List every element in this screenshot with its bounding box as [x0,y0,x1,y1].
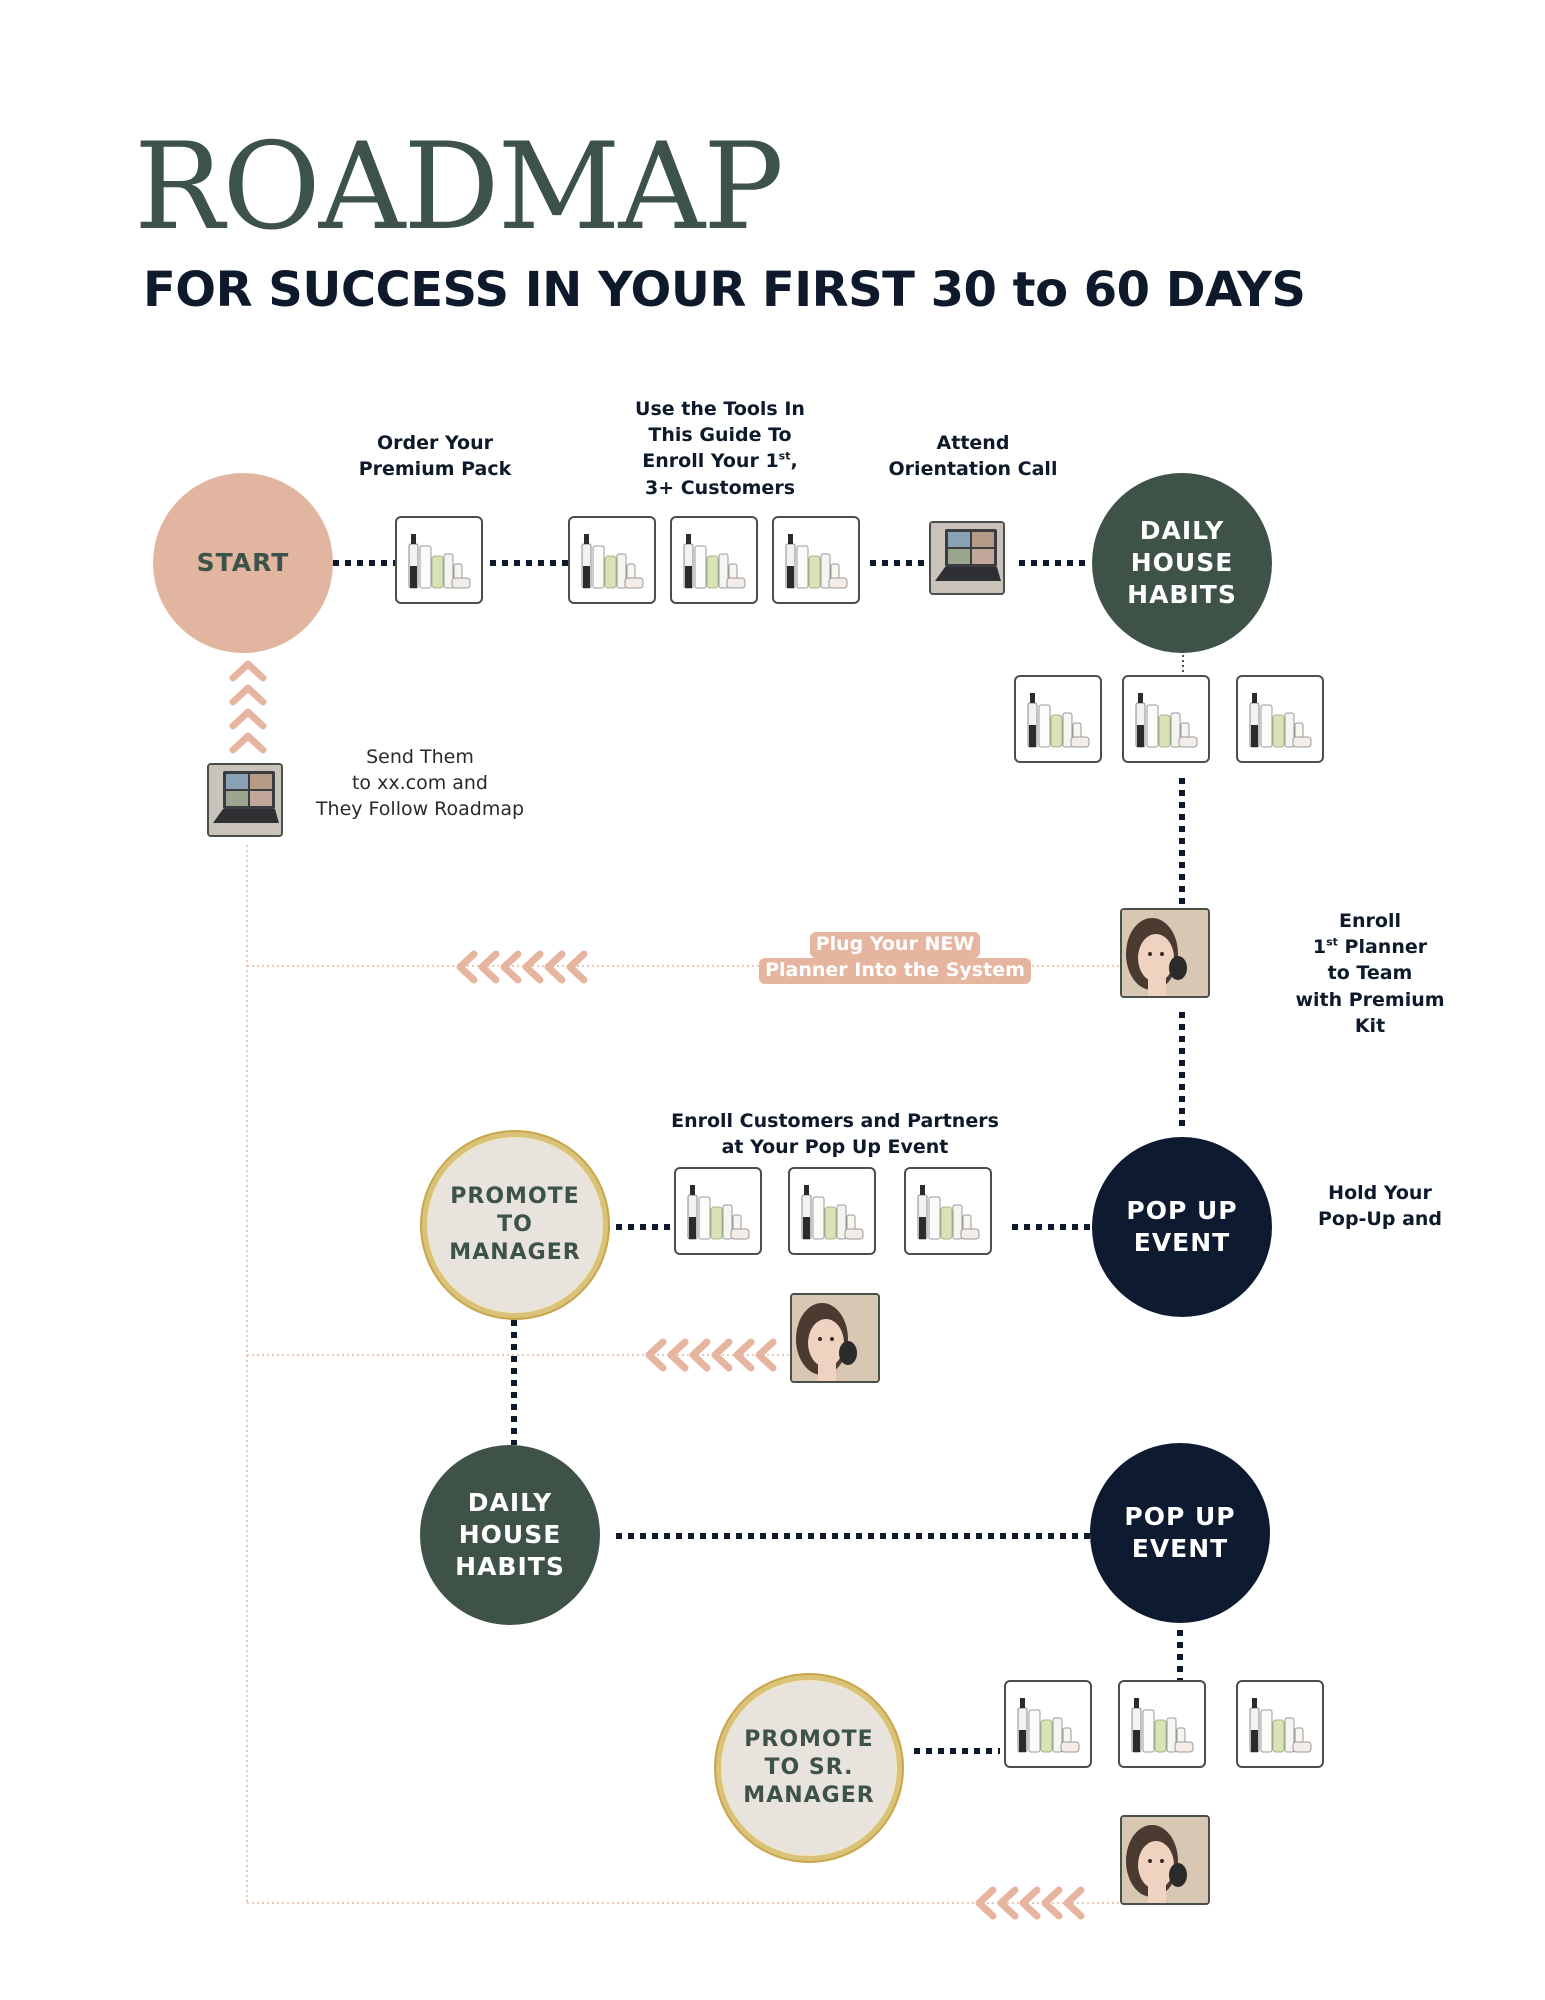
skincare-products-icon [1118,1680,1206,1768]
skincare-products-icon [904,1167,992,1255]
enroll-planner-num: 1 [1312,936,1327,959]
skincare-products-icon [1014,675,1102,763]
skincare-products-icon [1122,675,1210,763]
chevron-left-icon [975,1886,1085,1920]
chevron-left-icon [456,950,588,984]
chevron-up-icon [229,660,267,754]
plug-line-2: Planner Into the System [759,957,1031,984]
use-tools-text: Use the Tools In This Guide To Enroll Yo… [635,398,805,473]
woman-portrait-icon [1120,1815,1210,1905]
enroll-planner-rest: Planner to Team with Premium Kit [1295,936,1445,1037]
enroll-planner-sup: st [1326,935,1338,949]
chevron-left-icon [645,1338,777,1372]
popup-event-node: POP UP EVENT [1092,1137,1272,1317]
hold-popup-label: Hold Your Pop-Up and [1317,1182,1443,1231]
orientation-label: Attend Orientation Call [888,432,1058,481]
enroll-planner-label: Enroll 1st Planner to Team with Premium K… [1270,908,1470,1039]
skincare-products-icon [670,516,758,604]
page-subtitle: FOR SUCCESS IN YOUR FIRST 30 to 60 DAYS [143,262,1306,318]
chevron-arrows [229,660,1085,1920]
skincare-products-icon [1236,675,1324,763]
video-call-laptop-icon [207,763,283,837]
enroll-popup-label: Enroll Customers and Partners at Your Po… [671,1110,999,1159]
video-call-laptop-icon [929,521,1005,595]
popup-event-node-2: POP UP EVENT [1090,1443,1270,1623]
start-node: START [153,473,333,653]
use-tools-suffix: , 3+ Customers [644,450,798,499]
skincare-products-icon [772,516,860,604]
skincare-products-icon [568,516,656,604]
skincare-products-icon [788,1167,876,1255]
skincare-products-icon [395,516,483,604]
promote-sr-manager-node: PROMOTE TO SR. MANAGER [716,1675,902,1861]
plug-planner-callout: Plug Your NEW Planner Into the System [750,932,1040,984]
order-pack-label: Order Your Premium Pack [358,432,512,481]
promote-manager-node: PROMOTE TO MANAGER [422,1132,608,1318]
use-tools-sup: st [778,450,791,464]
plug-line-1: Plug Your NEW [809,932,981,958]
page-title: ROADMAP [134,118,784,257]
return-lines [246,845,1133,1904]
use-tools-label: Use the Tools In This Guide To Enroll Yo… [600,396,840,501]
woman-portrait-icon [790,1293,880,1383]
skincare-products-icon [1004,1680,1092,1768]
daily-habits-node: DAILY HOUSE HABITS [1092,473,1272,653]
woman-portrait-icon [1120,908,1210,998]
enroll-planner-text: Enroll [1339,910,1401,932]
daily-habits-node-2: DAILY HOUSE HABITS [420,1445,600,1625]
send-them-label: Send Them to xx.com and They Follow Road… [315,746,525,821]
skincare-products-icon [1236,1680,1324,1768]
skincare-products-icon [674,1167,762,1255]
